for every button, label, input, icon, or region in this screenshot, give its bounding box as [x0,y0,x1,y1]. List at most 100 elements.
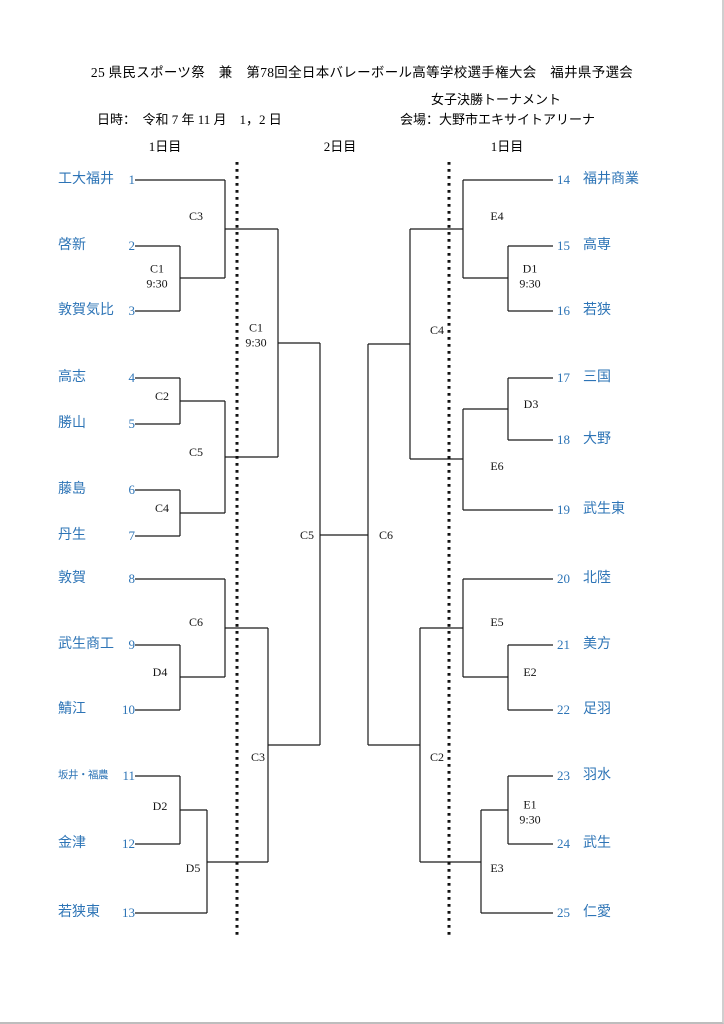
match-c4-day2: C4 [430,323,444,338]
team-seed: 2 [128,238,136,253]
match-d3-day1: D3 [524,397,539,412]
match-id: C6 [378,527,394,542]
match-id: C4 [429,322,445,337]
bracket-connector-lines [135,179,553,914]
team-slot-3: 敦賀気比 3 [58,301,135,321]
venue-label: 会場：大野市エキサイトアリーナ [400,112,596,127]
match-c2-day1: C2 [155,389,169,404]
team-name: 坂井・福農 [58,770,109,781]
team-name: 三国 [583,370,611,385]
day-header-center: 2日目 [323,139,357,154]
team-name: 敦賀気比 [58,303,114,318]
team-name: 大野 [583,432,611,447]
match-time: 9:30 [519,812,541,826]
match-e4-day1: E4 [490,209,503,224]
team-seed: 23 [557,768,570,783]
match-time: 9:30 [146,276,168,290]
team-name: 勝山 [58,416,86,431]
day-header-left: 1日目 [148,139,182,154]
match-c6-day2: C6 [379,528,393,543]
team-seed: 25 [557,905,570,920]
match-time: 9:30 [519,276,541,290]
match-c5-day1: C5 [189,445,203,460]
team-seed: 22 [557,702,570,717]
team-slot-9: 武生商工 9 [58,635,135,655]
team-slot-23: 23 羽水 [557,766,677,786]
team-slot-2: 啓新 2 [58,236,135,256]
match-e6-day1: E6 [490,459,503,474]
match-id: D2 [152,798,168,813]
team-name: 藤島 [58,482,86,497]
team-slot-14: 14 福井商業 [557,170,677,190]
match-id: C6 [188,614,204,629]
team-seed: 21 [557,637,570,652]
match-id: D1 [522,261,538,276]
match-id: D5 [185,860,201,875]
team-name: 敦賀 [58,571,86,586]
match-c3-day1: C3 [189,209,203,224]
match-id: E1 [523,797,537,812]
team-seed: 16 [557,303,570,318]
team-seed: 3 [128,303,136,318]
match-id: D4 [152,664,168,679]
team-name: 鯖江 [58,702,86,717]
team-seed: 18 [557,432,570,447]
team-seed: 13 [122,905,135,920]
team-name: 羽水 [583,768,611,783]
team-seed: 1 [128,172,136,187]
team-name: 武生商工 [58,637,114,652]
team-seed: 14 [557,172,570,187]
match-c2-day2: C2 [430,750,444,765]
tournament-subtitle: 女子決勝トーナメント [431,92,562,107]
team-seed: 15 [557,238,570,253]
team-seed: 17 [557,370,570,385]
match-id: C2 [429,749,445,764]
match-c5-day2: C5 [300,528,314,543]
match-e5-day1: E5 [490,615,503,630]
team-name: 福井商業 [583,172,639,187]
team-name: 若狭東 [58,905,100,920]
team-seed: 10 [122,702,135,717]
team-seed: 19 [557,502,570,517]
team-name: 足羽 [583,702,611,717]
team-name: 北陸 [583,571,611,586]
match-d4-day1: D4 [153,665,168,680]
team-name: 啓新 [58,238,86,253]
team-seed: 11 [122,768,135,783]
page-title: 25 県民スポーツ祭 兼 第78回全日本バレーボール高等学校選手権大会 福井県予… [90,65,634,80]
team-seed: 5 [128,416,136,431]
team-name: 工大福井 [58,172,114,187]
team-slot-11: 坂井・福農 11 [58,766,135,786]
match-id: C3 [250,749,266,764]
date-label: 日時： 令和 7 年 11 月 1，2 日 [97,112,282,127]
match-id: C3 [188,208,204,223]
team-name: 美方 [583,637,611,652]
match-e2-day1: E2 [523,665,536,680]
match-id: C1 [149,261,164,276]
team-name: 仁愛 [583,905,611,920]
match-c6-day1: C6 [189,615,203,630]
team-slot-10: 鯖江 10 [58,700,135,720]
match-id: C5 [299,527,315,542]
match-id: C1 [248,320,263,335]
match-id: D3 [523,396,539,411]
team-name: 高志 [58,370,86,385]
team-seed: 4 [128,370,136,385]
match-c3-day2: C3 [251,750,265,765]
team-seed: 7 [128,528,136,543]
team-seed: 9 [128,637,136,652]
match-id: C5 [188,444,204,459]
match-id: E5 [490,614,504,629]
